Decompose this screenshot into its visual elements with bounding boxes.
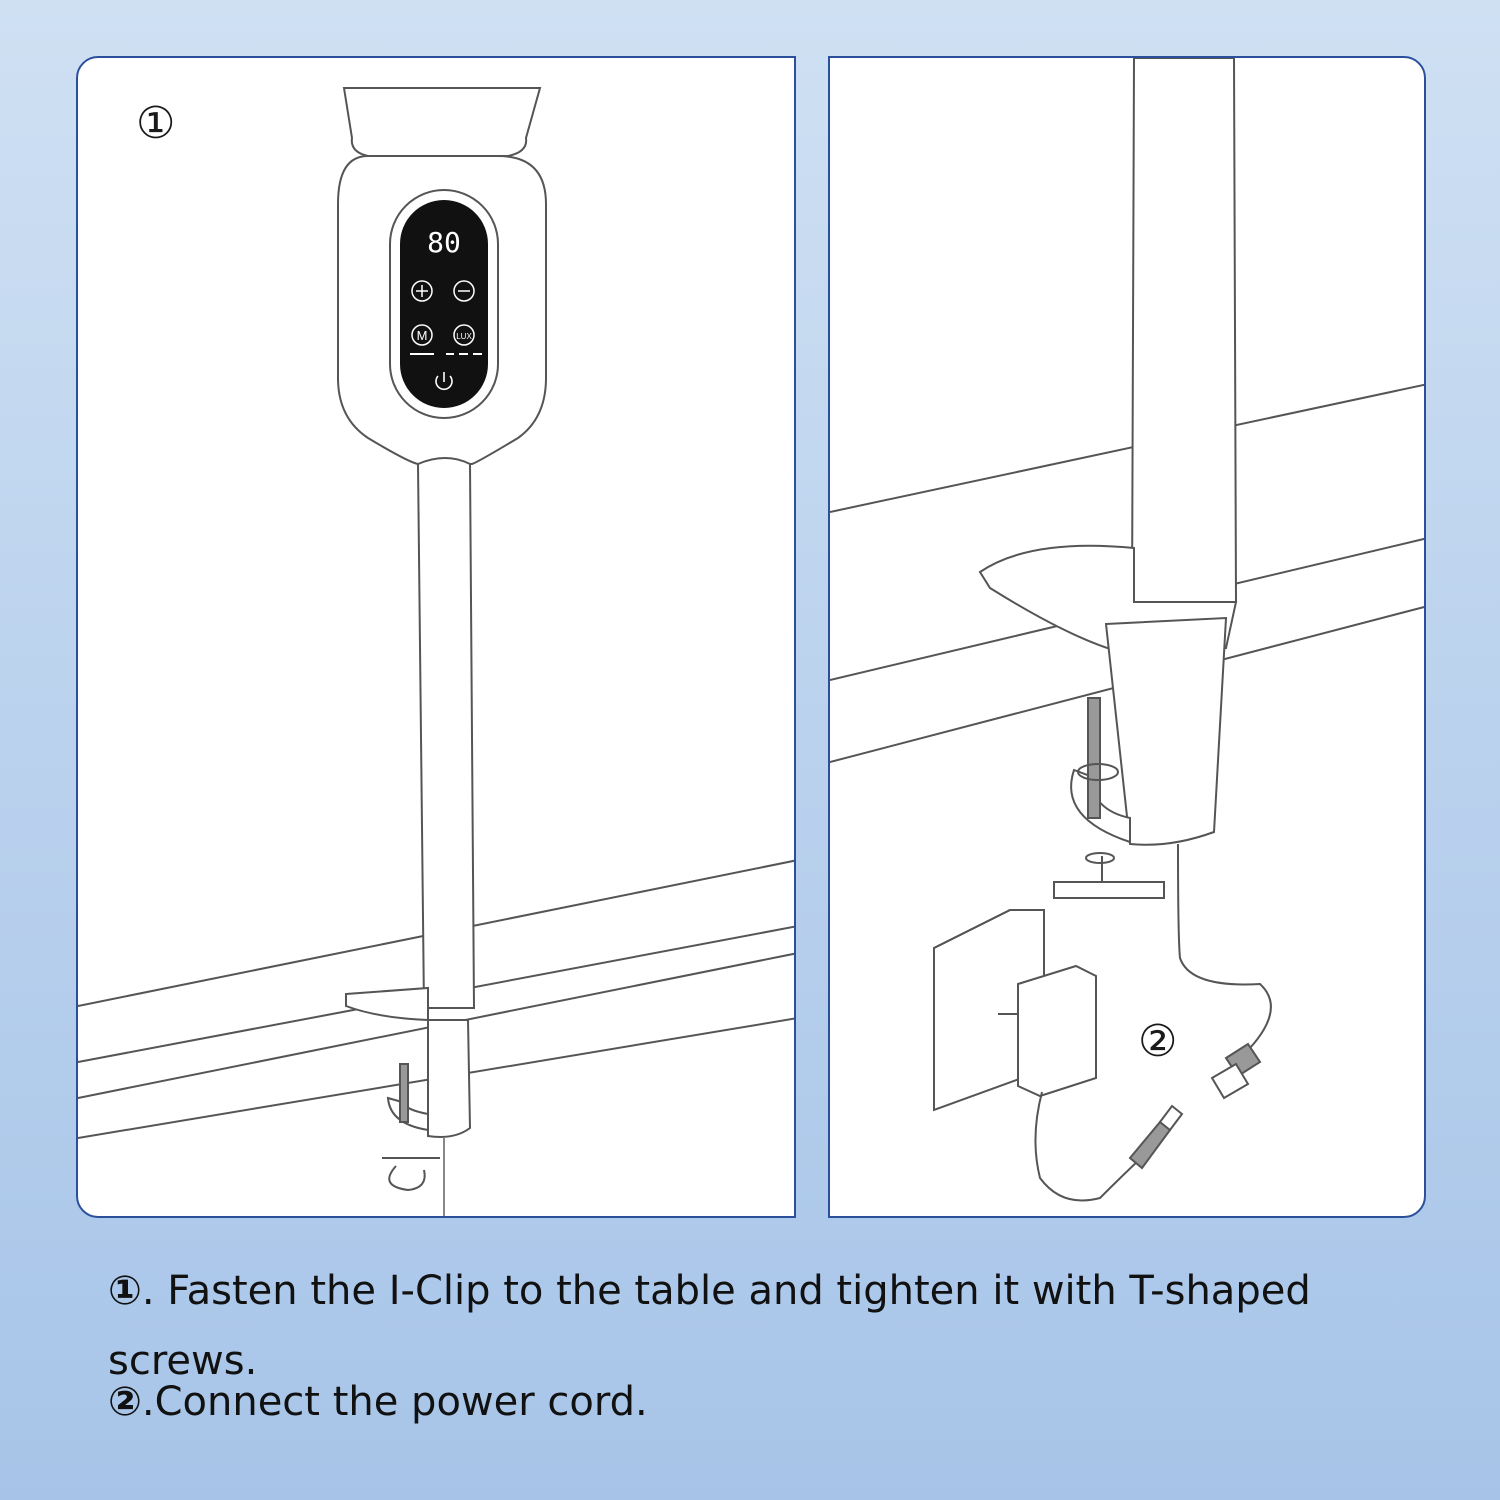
caption-text: . Fasten the I-Clip to the table and tig… bbox=[108, 1268, 1311, 1384]
cord-connector bbox=[1210, 1042, 1262, 1100]
power-icon bbox=[435, 372, 453, 391]
lamp-head-top bbox=[342, 87, 542, 157]
diagram-panel-step-2: ② bbox=[828, 56, 1426, 1218]
power-cord bbox=[1177, 843, 1272, 1069]
step-number: ② bbox=[1138, 1016, 1178, 1067]
plus-icon bbox=[411, 280, 433, 302]
caption-step-2: ②.Connect the power cord. bbox=[108, 1380, 1408, 1424]
wall-block bbox=[933, 909, 1045, 1112]
table-clamp bbox=[345, 986, 472, 1216]
caption-step-1: ①. Fasten the I-Clip to the table and ti… bbox=[108, 1256, 1408, 1396]
lux-label: LUX bbox=[456, 332, 472, 341]
dc-plug bbox=[1128, 1104, 1184, 1170]
caption-step-number: ② bbox=[108, 1379, 142, 1425]
minus-icon bbox=[453, 280, 475, 302]
table-clamp bbox=[978, 544, 1238, 899]
caption-text: .Connect the power cord. bbox=[141, 1379, 648, 1425]
diagram-panel-step-1: 80 M LUX ① bbox=[76, 56, 796, 1218]
lamp-clamp-illustration: 80 M LUX bbox=[78, 87, 794, 1216]
lamp-pole bbox=[1130, 58, 1238, 603]
lamp-pole bbox=[416, 457, 476, 1009]
display-reading: 80 bbox=[427, 226, 461, 259]
step-number: ① bbox=[136, 98, 176, 149]
power-adapter bbox=[998, 964, 1155, 1202]
touch-control-display: 80 M LUX bbox=[389, 189, 499, 419]
power-cord-illustration bbox=[830, 58, 1424, 1202]
caption-step-number: ① bbox=[108, 1268, 142, 1314]
mode-icon: M bbox=[411, 324, 433, 346]
lux-icon: LUX bbox=[453, 324, 475, 346]
mode-label: M bbox=[417, 328, 428, 343]
